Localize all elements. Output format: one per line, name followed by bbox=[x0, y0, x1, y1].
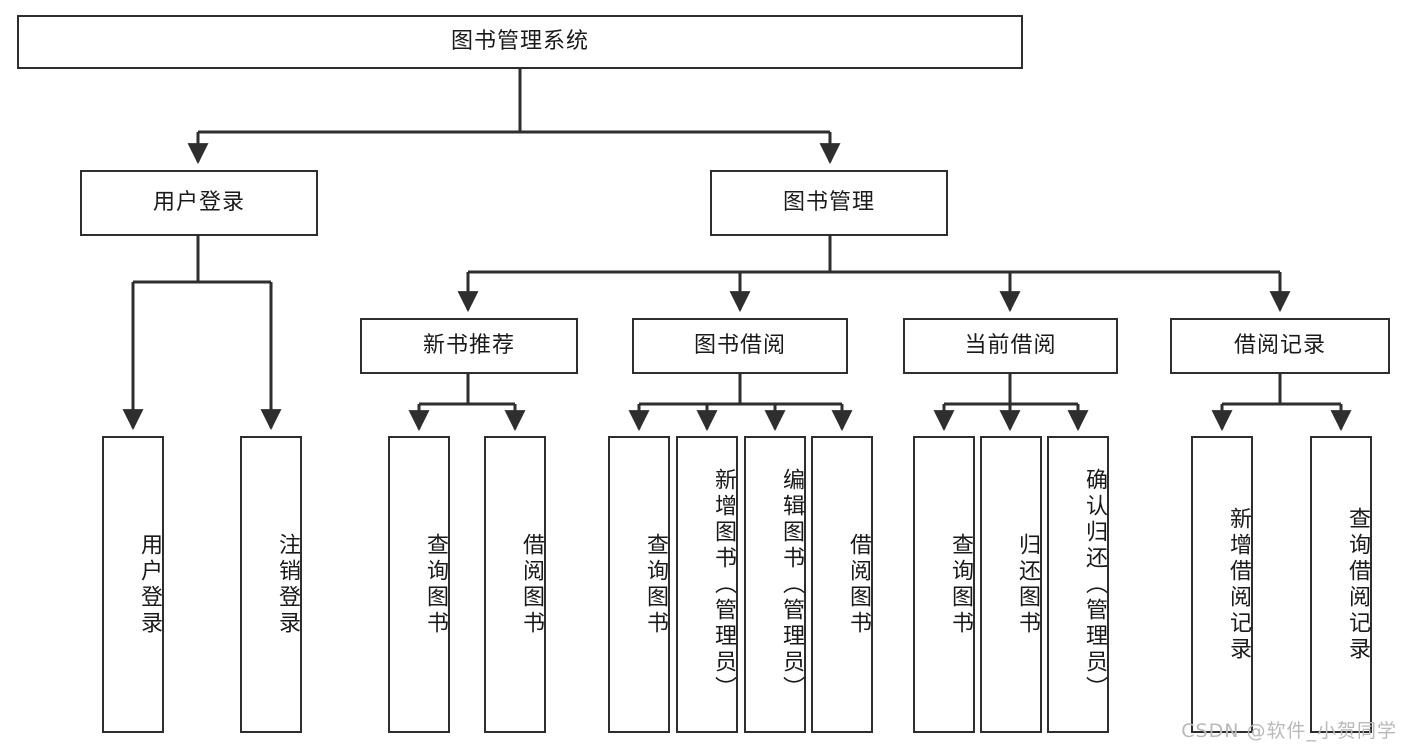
leaf-label: 借阅图书 bbox=[519, 532, 544, 637]
leaf-user-login-logout[interactable]: 注销登录 bbox=[240, 436, 302, 733]
leaf-new-book-borrow-book[interactable]: 借阅图书 bbox=[484, 436, 546, 733]
leaf-label: 查询借阅记录 bbox=[1345, 506, 1370, 663]
node-current-borrow-label: 当前借阅 bbox=[964, 332, 1057, 358]
node-current-borrow[interactable]: 当前借阅 bbox=[903, 318, 1118, 374]
node-borrow-record-label: 借阅记录 bbox=[1233, 332, 1326, 358]
leaf-label: 注销登录 bbox=[275, 532, 300, 637]
leaf-label: 新增图书（管理员） bbox=[711, 467, 736, 702]
node-new-book-recommend[interactable]: 新书推荐 bbox=[360, 318, 578, 374]
node-user-login[interactable]: 用户登录 bbox=[80, 170, 318, 236]
leaf-label: 用户登录 bbox=[137, 532, 162, 637]
leaf-new-book-query-book[interactable]: 查询图书 bbox=[388, 436, 450, 733]
node-root-book-management-system[interactable]: 图书管理系统 bbox=[17, 15, 1023, 69]
node-root-label: 图书管理系统 bbox=[450, 28, 589, 54]
node-book-management[interactable]: 图书管理 bbox=[710, 170, 948, 236]
leaf-label: 查询图书 bbox=[948, 532, 973, 637]
leaf-user-login-login[interactable]: 用户登录 bbox=[102, 436, 164, 733]
leaf-label: 新增借阅记录 bbox=[1226, 506, 1251, 663]
leaf-label: 归还图书 bbox=[1015, 532, 1040, 637]
leaf-label: 借阅图书 bbox=[846, 532, 871, 637]
node-new-book-recommend-label: 新书推荐 bbox=[422, 332, 515, 358]
leaf-current-borrow-return-book[interactable]: 归还图书 bbox=[980, 436, 1042, 733]
leaf-current-borrow-confirm-return-admin[interactable]: 确认归还（管理员） bbox=[1047, 436, 1109, 733]
leaf-book-borrow-add-book-admin[interactable]: 新增图书（管理员） bbox=[676, 436, 738, 733]
leaf-label: 编辑图书（管理员） bbox=[779, 467, 804, 702]
leaf-borrow-record-add-record[interactable]: 新增借阅记录 bbox=[1191, 436, 1253, 733]
node-borrow-record[interactable]: 借阅记录 bbox=[1170, 318, 1390, 374]
leaf-book-borrow-edit-book-admin[interactable]: 编辑图书（管理员） bbox=[744, 436, 806, 733]
node-book-borrow-label: 图书借阅 bbox=[693, 332, 786, 358]
node-book-borrow[interactable]: 图书借阅 bbox=[632, 318, 848, 374]
node-book-management-label: 图书管理 bbox=[782, 189, 875, 215]
leaf-book-borrow-query-book[interactable]: 查询图书 bbox=[608, 436, 670, 733]
leaf-current-borrow-query-book[interactable]: 查询图书 bbox=[913, 436, 975, 733]
node-user-login-label: 用户登录 bbox=[152, 189, 245, 215]
leaf-label: 查询图书 bbox=[643, 532, 668, 637]
leaf-book-borrow-borrow-book[interactable]: 借阅图书 bbox=[811, 436, 873, 733]
leaf-label: 查询图书 bbox=[423, 532, 448, 637]
leaf-borrow-record-query-record[interactable]: 查询借阅记录 bbox=[1310, 436, 1372, 733]
leaf-label: 确认归还（管理员） bbox=[1082, 467, 1107, 702]
